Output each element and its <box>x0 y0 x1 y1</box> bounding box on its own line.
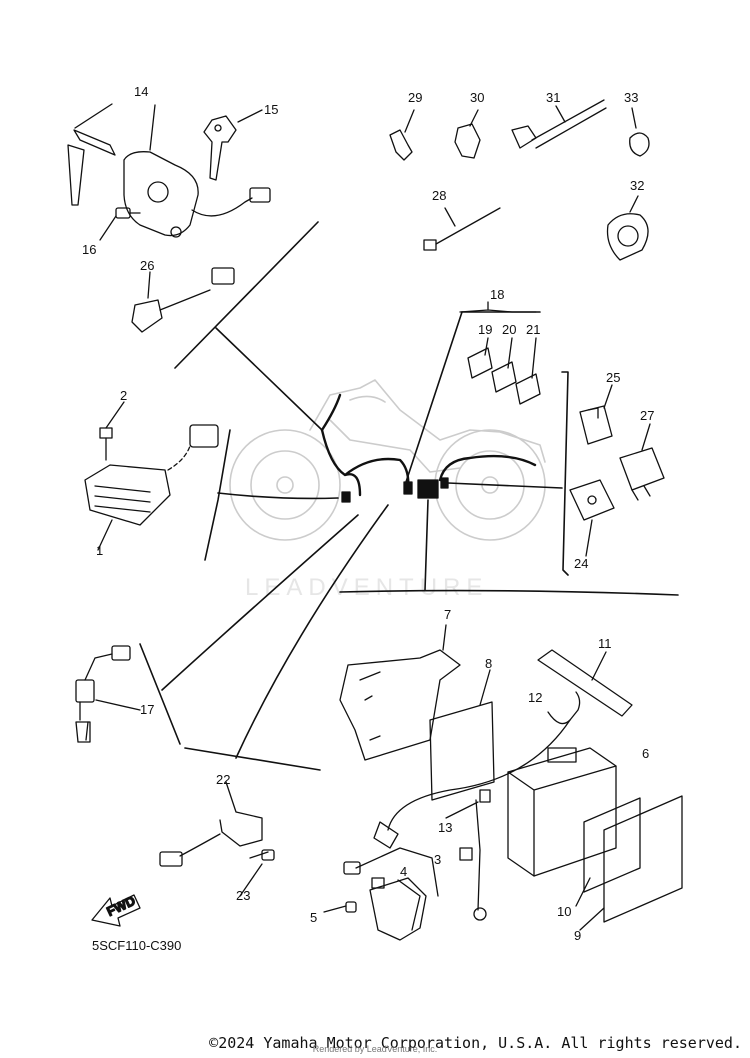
pad-part-9 <box>579 795 683 931</box>
clamp-part-30 <box>454 109 481 159</box>
ecu-block <box>417 479 439 499</box>
callout-29: 29 <box>408 90 422 105</box>
callout-22: 22 <box>216 772 230 787</box>
rendered-by: Rendered by LeadVenture, Inc. <box>312 1044 438 1054</box>
callout-21: 21 <box>526 322 540 337</box>
tie-part-28 <box>423 207 501 251</box>
callout-14: 14 <box>134 84 148 99</box>
callout-1: 1 <box>96 543 103 558</box>
copyright-text: ©2024 Yamaha Motor Corporation, U.S.A. A… <box>209 1034 742 1052</box>
strap-part-11 <box>537 649 633 717</box>
callout-32: 32 <box>630 178 644 193</box>
key-part-15 <box>203 109 263 181</box>
callout-8: 8 <box>485 656 492 671</box>
callout-16: 16 <box>82 242 96 257</box>
callout-9: 9 <box>574 928 581 943</box>
starter-relay-part-3 <box>323 847 439 941</box>
connector-block <box>403 481 413 495</box>
clip-part-29 <box>389 109 415 161</box>
callout-11: 11 <box>598 636 612 651</box>
relay-part-25 <box>579 384 613 445</box>
fuses-part-18 <box>459 301 541 405</box>
diagram-code: 5SCF110-C390 <box>92 938 182 953</box>
main-switch-part-14 <box>67 103 271 238</box>
callout-25: 25 <box>606 370 620 385</box>
callout-4: 4 <box>400 864 407 879</box>
clip-part-33 <box>629 107 650 157</box>
rectifier-part-1 <box>84 401 219 551</box>
callout-labels: 1 2 3 4 5 6 7 8 9 10 11 12 13 14 15 16 1… <box>82 84 654 943</box>
fwd-arrow-icon <box>91 894 141 927</box>
callout-17: 17 <box>140 702 154 717</box>
band-part-31 <box>511 99 607 149</box>
pointer-lines <box>139 221 679 771</box>
cover-part-8 <box>429 669 495 801</box>
sensor-part-26 <box>131 267 235 333</box>
harness-wire <box>320 393 537 497</box>
cable-part-12 <box>373 691 581 849</box>
callout-7: 7 <box>444 607 451 622</box>
callout-13: 13 <box>438 820 452 835</box>
fwd-label: FWD <box>104 893 137 919</box>
callout-31: 31 <box>546 90 560 105</box>
callout-33: 33 <box>624 90 638 105</box>
callout-28: 28 <box>432 188 446 203</box>
battery-part-6 <box>507 747 617 877</box>
relay-part-27 <box>619 423 665 501</box>
callout-19: 19 <box>478 322 492 337</box>
copyright-footer: ©2024 Yamaha Motor Corporation, U.S.A. A… <box>0 1034 750 1052</box>
callout-26: 26 <box>140 258 154 273</box>
pad-part-10 <box>575 797 641 907</box>
connector-block <box>440 477 449 489</box>
relay-part-24 <box>569 479 615 557</box>
callout-5: 5 <box>310 910 317 925</box>
callout-10: 10 <box>557 904 571 919</box>
callout-2: 2 <box>120 388 127 403</box>
callout-27: 27 <box>640 408 654 423</box>
lead-part-13 <box>445 789 491 921</box>
motorcycle-outline <box>229 379 546 541</box>
neutral-switch-part-17 <box>75 645 141 743</box>
clamp-part-32 <box>606 195 649 261</box>
callout-6: 6 <box>642 746 649 761</box>
callout-18: 18 <box>490 287 504 302</box>
bolt-part-16 <box>99 207 141 241</box>
callout-3: 3 <box>434 852 441 867</box>
callout-20: 20 <box>502 322 516 337</box>
watermark: LEADVENTURE <box>245 574 489 601</box>
battery-box-part-7 <box>339 624 461 761</box>
callout-24: 24 <box>574 556 588 571</box>
sensor-part-22 <box>159 781 275 897</box>
callout-12: 12 <box>528 690 542 705</box>
callout-30: 30 <box>470 90 484 105</box>
callout-15: 15 <box>264 102 278 117</box>
callout-23: 23 <box>236 888 250 903</box>
connector-block <box>341 491 351 503</box>
